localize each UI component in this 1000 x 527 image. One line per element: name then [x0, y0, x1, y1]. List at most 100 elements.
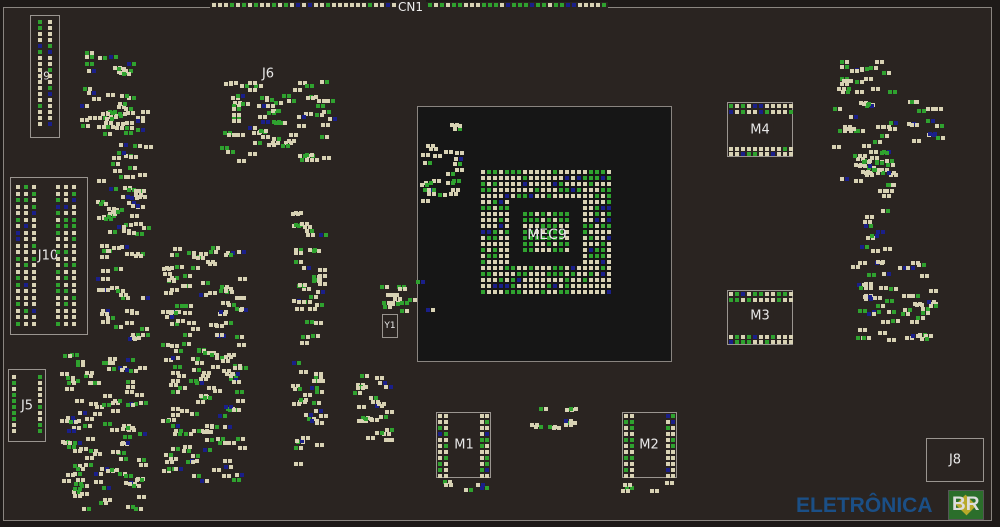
- pad: [862, 102, 866, 106]
- pad: [56, 269, 60, 274]
- pad: [319, 321, 323, 325]
- pad: [86, 437, 90, 441]
- pad: [553, 290, 557, 294]
- connector-j8[interactable]: [926, 438, 984, 482]
- pad: [56, 224, 60, 228]
- pad: [577, 272, 581, 276]
- pad: [136, 204, 140, 208]
- pad: [547, 248, 551, 252]
- chip-mec9[interactable]: [417, 106, 672, 362]
- pad: [220, 333, 224, 337]
- pad: [104, 121, 108, 125]
- watermark-logo-badge: BR: [948, 490, 984, 520]
- pad: [431, 144, 435, 148]
- pad: [327, 110, 331, 114]
- pad: [171, 413, 175, 417]
- chip-m3[interactable]: [727, 290, 793, 345]
- pad: [16, 263, 20, 267]
- pad: [81, 360, 85, 364]
- pad: [97, 179, 101, 183]
- pad: [237, 119, 241, 123]
- pad: [607, 260, 611, 264]
- pad: [124, 223, 128, 227]
- pad: [380, 285, 384, 289]
- pad: [601, 218, 605, 222]
- pad: [898, 266, 902, 270]
- crystal-y1[interactable]: [382, 314, 398, 338]
- pad: [169, 358, 173, 362]
- chip-m1[interactable]: [436, 412, 491, 478]
- connector-j9[interactable]: [30, 15, 60, 138]
- pad: [869, 297, 873, 301]
- pad: [240, 335, 244, 339]
- pad: [305, 229, 309, 233]
- pad: [130, 214, 134, 218]
- pad: [922, 109, 926, 113]
- pad: [68, 354, 72, 358]
- pad: [78, 441, 82, 445]
- pad: [124, 71, 128, 75]
- pad: [362, 405, 366, 409]
- pad: [364, 385, 368, 389]
- pad: [529, 272, 533, 276]
- pad: [857, 283, 861, 287]
- pad: [92, 97, 96, 101]
- pad: [390, 410, 394, 414]
- pad: [312, 249, 316, 253]
- pad: [517, 278, 521, 282]
- pad: [389, 385, 393, 389]
- pad: [315, 419, 319, 423]
- pad: [284, 3, 288, 7]
- pad: [547, 188, 551, 192]
- pad: [385, 428, 389, 432]
- pad: [200, 361, 204, 365]
- pad: [541, 176, 545, 180]
- pad: [235, 473, 239, 477]
- pad: [105, 312, 109, 316]
- pad: [382, 432, 386, 436]
- pad: [24, 250, 28, 254]
- pad: [547, 218, 551, 222]
- pad: [878, 140, 882, 144]
- connector-j5[interactable]: [8, 369, 46, 442]
- pad: [544, 407, 548, 411]
- pad: [235, 335, 239, 339]
- pad: [907, 294, 911, 298]
- pad: [300, 341, 304, 345]
- pad: [124, 293, 128, 297]
- pad: [63, 441, 67, 445]
- pad: [487, 194, 491, 198]
- pad: [90, 456, 94, 460]
- pad: [164, 453, 168, 457]
- pad: [196, 357, 200, 361]
- pad: [320, 303, 324, 307]
- pad: [74, 420, 78, 424]
- pad: [624, 468, 628, 472]
- pad: [571, 266, 575, 270]
- pad: [541, 248, 545, 252]
- pad: [175, 322, 179, 326]
- chip-m4[interactable]: [727, 102, 793, 157]
- pad: [114, 114, 118, 118]
- pad: [553, 236, 557, 240]
- pad: [232, 303, 236, 307]
- pad: [493, 230, 497, 234]
- pad: [380, 3, 384, 7]
- pad: [101, 309, 105, 313]
- pad: [921, 307, 925, 311]
- pad: [171, 379, 175, 383]
- pad: [878, 189, 882, 193]
- pad: [72, 211, 76, 215]
- pad: [72, 308, 76, 313]
- pad: [24, 308, 28, 313]
- pad: [789, 110, 793, 114]
- pad: [887, 183, 891, 187]
- pad: [123, 186, 127, 190]
- pad: [601, 260, 605, 264]
- connector-j10[interactable]: [10, 177, 88, 335]
- pad: [453, 127, 457, 131]
- chip-m2[interactable]: [622, 412, 677, 478]
- pad: [134, 254, 138, 258]
- pad: [171, 447, 175, 451]
- pad: [523, 266, 527, 270]
